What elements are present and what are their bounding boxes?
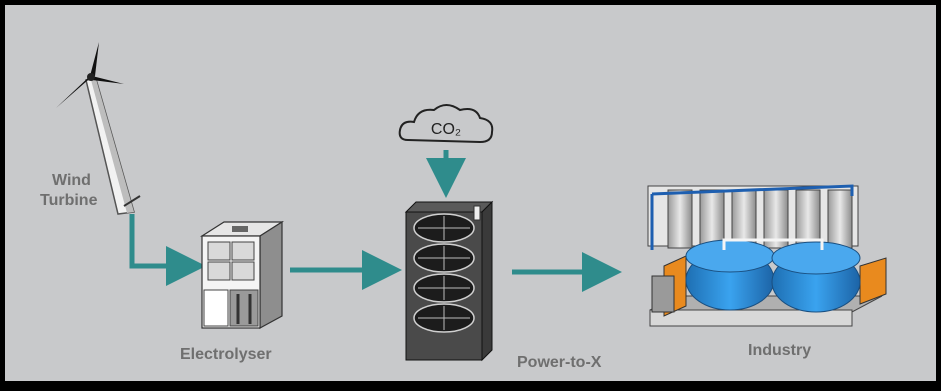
arrow-turbine-to-electrolyser bbox=[129, 214, 206, 286]
wind-turbine-icon bbox=[56, 42, 141, 215]
co2-label: CO₂ bbox=[431, 121, 461, 138]
wind-turbine-label-line2: Turbine bbox=[40, 192, 98, 209]
power-to-x-unit-icon bbox=[404, 200, 494, 362]
industry-plant-icon bbox=[647, 184, 887, 327]
electrolyser-label: Electrolyser bbox=[180, 346, 272, 363]
power-to-x-label: Power-to-X bbox=[517, 354, 602, 371]
electrolyser-icon bbox=[199, 220, 285, 330]
wind-turbine-label-line1: Wind bbox=[52, 172, 91, 189]
co2-cloud-icon bbox=[398, 104, 494, 144]
industry-label: Industry bbox=[748, 342, 812, 359]
